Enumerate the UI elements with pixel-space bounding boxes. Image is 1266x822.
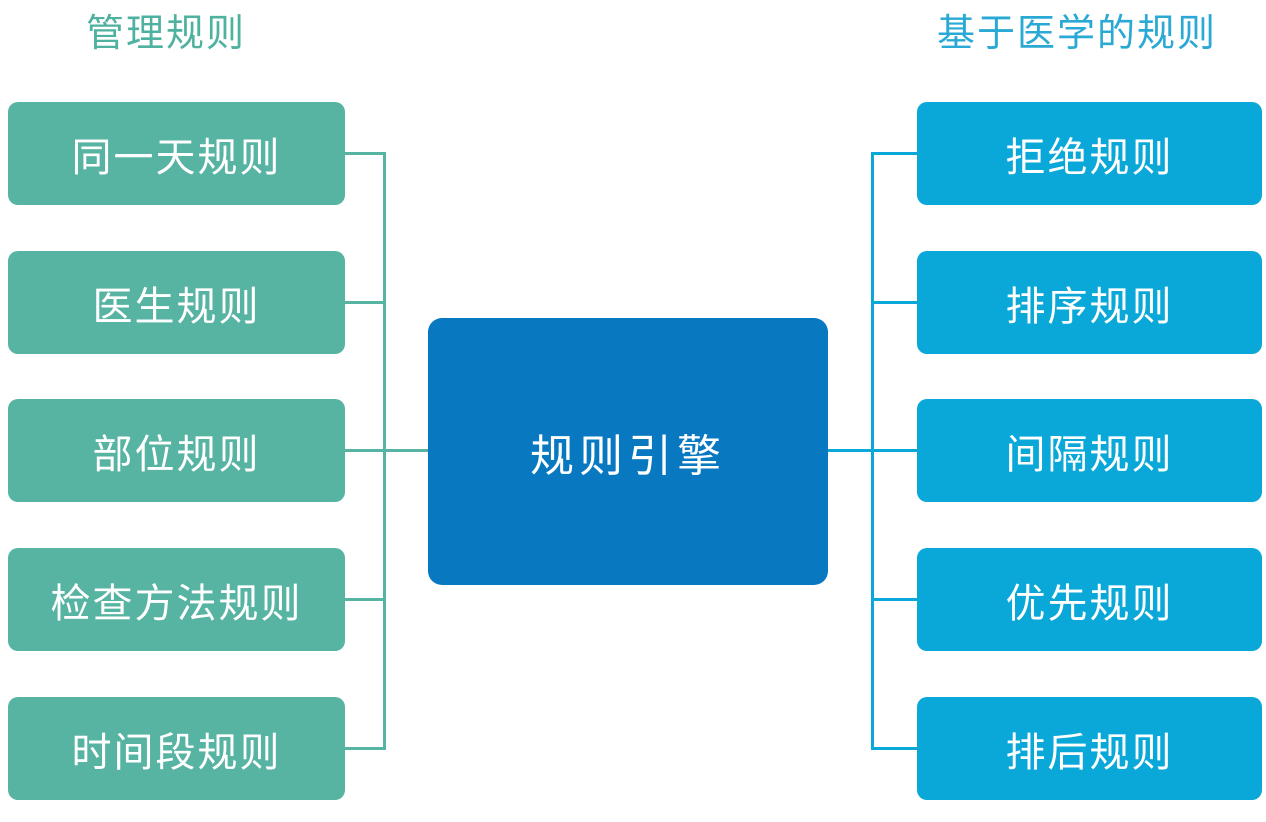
- node-doctor-rule: 医生规则: [8, 251, 345, 354]
- right-group-title: 基于医学的规则: [937, 13, 1218, 55]
- left-connector-branch-5: [345, 747, 386, 750]
- node-defer-rule: 排后规则: [917, 697, 1262, 800]
- node-rule-engine: 规则引擎: [428, 318, 828, 585]
- right-connector-branch-1: [871, 152, 917, 155]
- node-priority-rule: 优先规则: [917, 548, 1262, 651]
- left-group-title: 管理规则: [86, 13, 247, 55]
- right-connector-branch-4: [871, 598, 917, 601]
- left-connector-branch-1: [345, 152, 386, 155]
- left-connector-branch-2: [345, 301, 386, 304]
- right-connector-branch-center: [828, 449, 917, 452]
- node-same-day-rule: 同一天规则: [8, 102, 345, 205]
- node-time-period-rule: 时间段规则: [8, 697, 345, 800]
- node-reject-rule: 拒绝规则: [917, 102, 1262, 205]
- node-sort-rule: 排序规则: [917, 251, 1262, 354]
- left-connector-branch-4: [345, 598, 386, 601]
- right-connector-branch-5: [871, 747, 917, 750]
- node-interval-rule: 间隔规则: [917, 399, 1262, 502]
- right-connector-branch-2: [871, 301, 917, 304]
- node-body-part-rule: 部位规则: [8, 399, 345, 502]
- left-connector-branch-center: [345, 449, 428, 452]
- node-exam-method-rule: 检查方法规则: [8, 548, 345, 651]
